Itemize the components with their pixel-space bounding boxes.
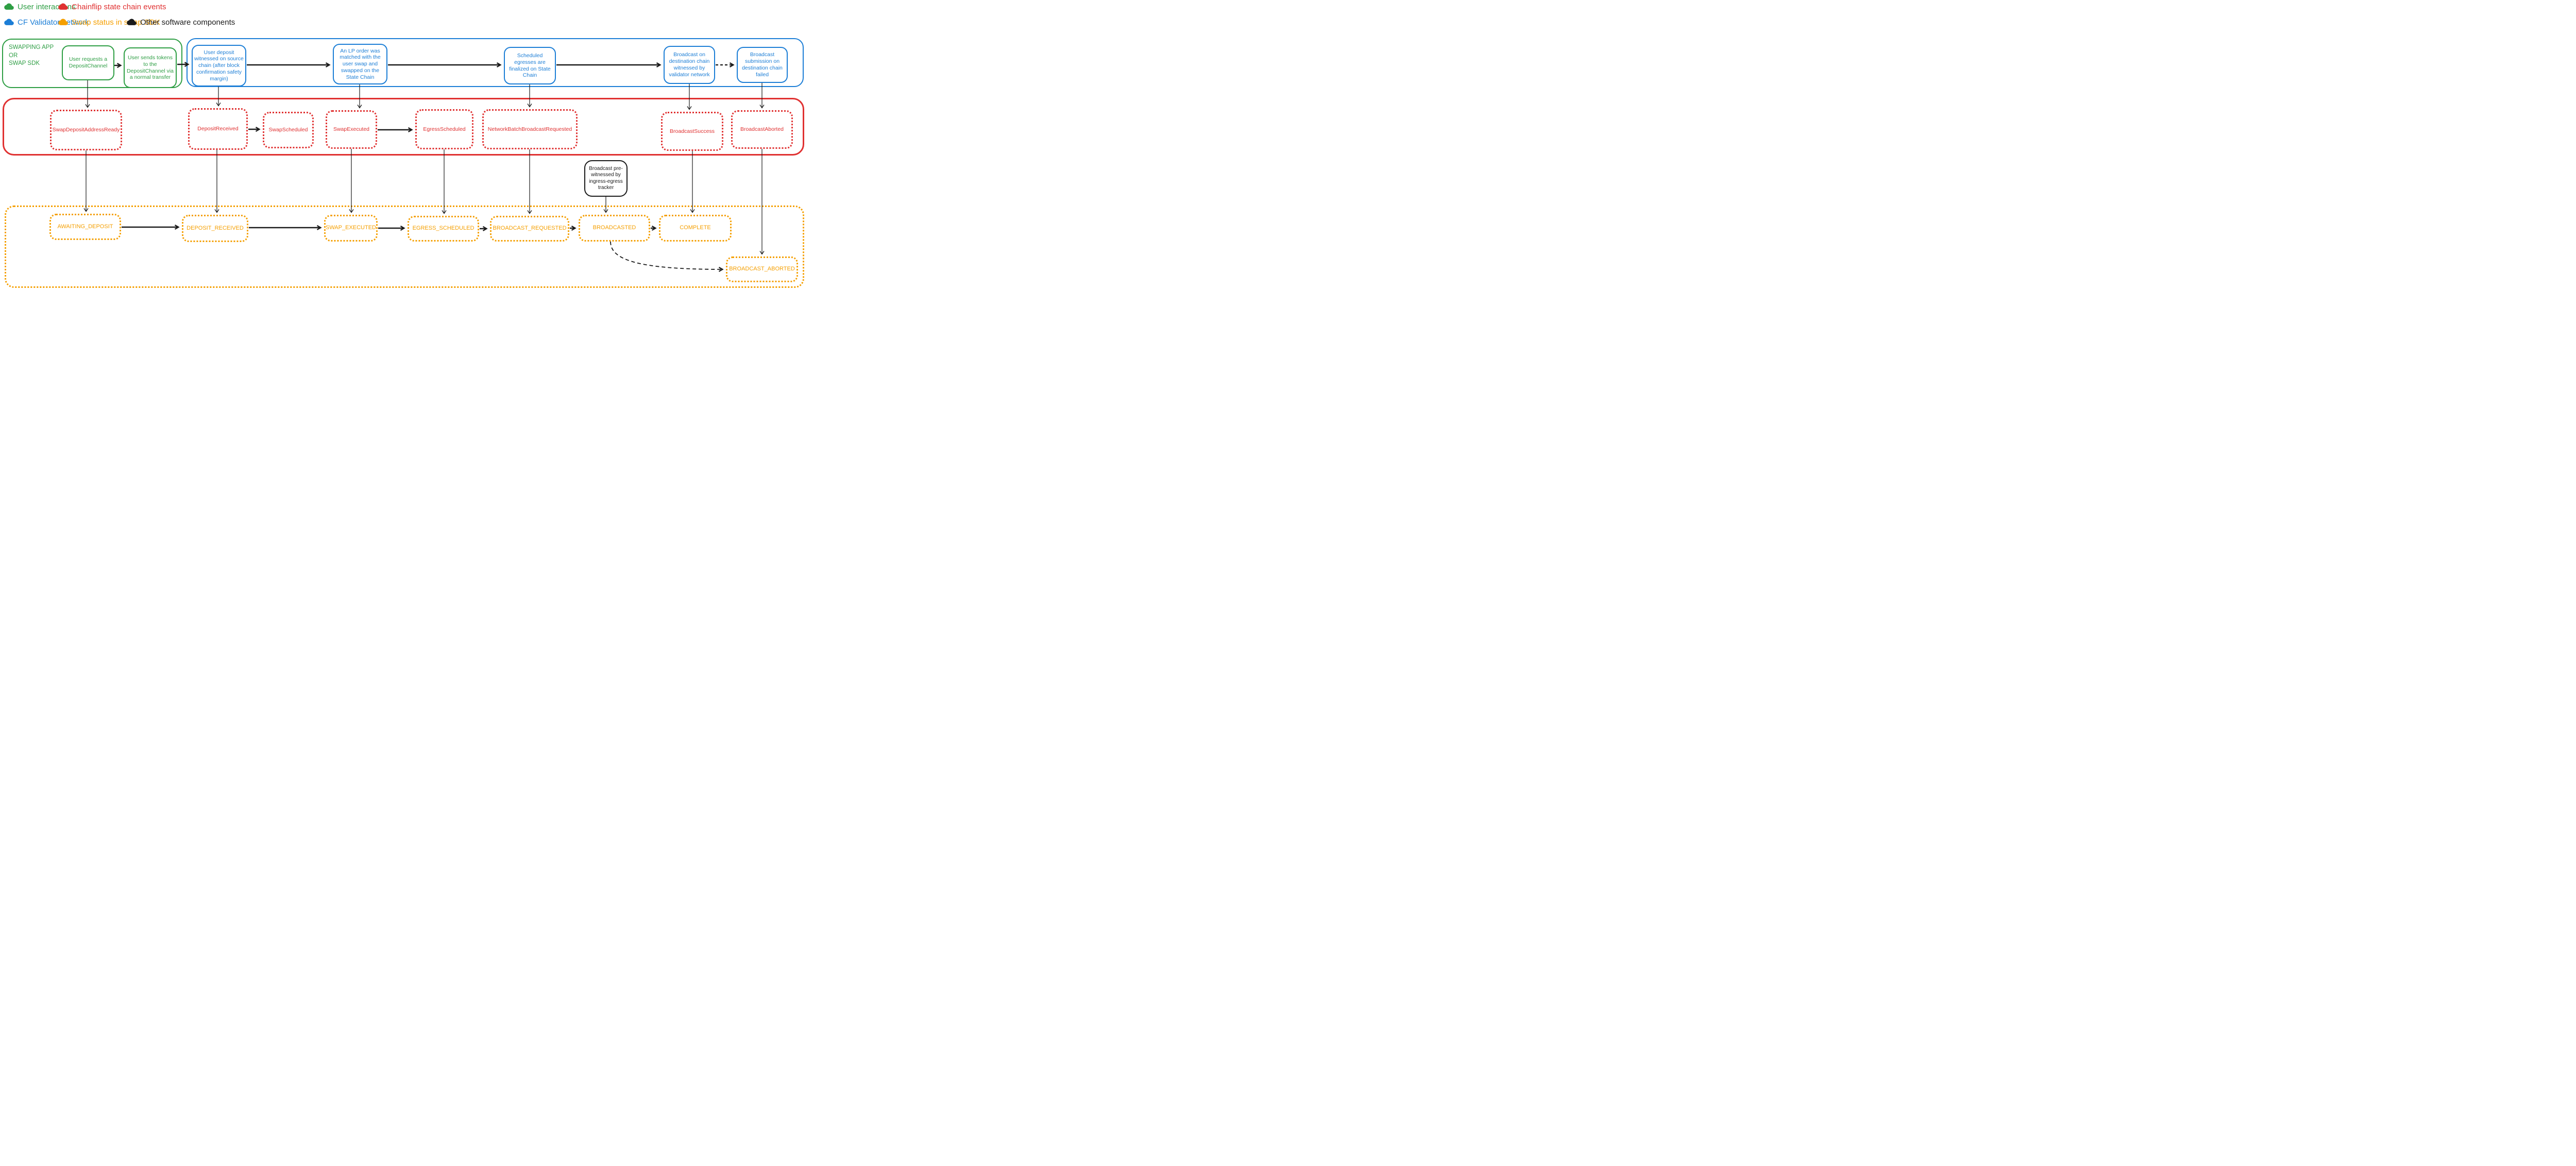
state-chain-events-container <box>3 98 804 156</box>
swapping-app-label-line3: SWAP SDK <box>9 60 40 67</box>
swapping-app-container-label: SWAPPING APP OR SWAP SDK <box>9 44 54 68</box>
node-user-requests-deposit-channel: User requests a DepositChannel <box>62 45 114 80</box>
node-swap-scheduled-event: SwapScheduled <box>263 112 314 148</box>
node-broadcast-witnessed: Broadcast on destination chain witnessed… <box>664 46 715 84</box>
cloud-shape <box>127 19 137 25</box>
swap-sdk-status-container <box>5 205 804 288</box>
cloud-icon-black <box>127 19 137 25</box>
node-deposit-received-event-label: DepositReceived <box>197 126 239 132</box>
node-swap-deposit-address-ready-label: SwapDepositAddressReady <box>52 127 120 133</box>
cloud-icon-orange <box>58 19 68 25</box>
node-broadcast-success-event-label: BroadcastSuccess <box>670 128 715 134</box>
node-status-egress-scheduled: EGRESS_SCHEDULED <box>408 216 479 242</box>
legend-other-components: Other software components <box>127 18 235 27</box>
node-status-swap-executed-label: SWAP_EXECUTED <box>326 225 377 231</box>
node-broadcast-aborted-event: BroadcastAborted <box>731 110 793 149</box>
swapping-app-container: SWAPPING APP OR SWAP SDK <box>2 39 182 88</box>
node-network-batch-broadcast-requested: NetworkBatchBroadcastRequested <box>482 109 578 149</box>
node-broadcast-failed: Broadcast submission on destination chai… <box>737 47 788 83</box>
node-status-complete-label: COMPLETE <box>680 225 711 231</box>
node-broadcast-pre-witnessed: Broadcast pre-witnessed by ingress-egres… <box>584 160 628 197</box>
node-status-awaiting-deposit-label: AWAITING_DEPOSIT <box>57 223 113 230</box>
cloud-shape <box>4 19 14 25</box>
node-status-broadcast-requested: BROADCAST_REQUESTED <box>490 216 569 242</box>
node-status-broadcasted: BROADCASTED <box>579 215 650 242</box>
node-broadcast-witnessed-label: Broadcast on destination chain witnessed… <box>669 52 710 78</box>
legend-state-chain-events: Chainflip state chain events <box>58 3 166 11</box>
node-user-requests-deposit-channel-label: User requests a DepositChannel <box>69 56 108 69</box>
node-deposit-witnessed: User deposit witnessed on source chain (… <box>192 45 246 87</box>
node-status-broadcast-aborted-label: BROADCAST_ABORTED <box>729 266 795 272</box>
node-broadcast-failed-label: Broadcast submission on destination chai… <box>742 52 783 78</box>
legend-state-chain-events-label: Chainflip state chain events <box>72 3 166 11</box>
node-status-broadcast-requested-label: BROADCAST_REQUESTED <box>493 225 567 232</box>
node-status-deposit-received-label: DEPOSIT_RECEIVED <box>187 225 244 231</box>
node-status-broadcasted-label: BROADCASTED <box>592 225 636 231</box>
node-egresses-finalized: Scheduled egresses are finalized on Stat… <box>504 47 556 84</box>
node-lp-order-matched-label: An LP order was matched with the user sw… <box>340 47 381 80</box>
legend-other-components-label: Other software components <box>140 18 235 27</box>
node-egresses-finalized-label: Scheduled egresses are finalized on Stat… <box>509 52 551 79</box>
swap-flow-diagram: User interactions Chainflip state chain … <box>0 0 806 292</box>
cloud-icon-red <box>58 3 68 10</box>
node-broadcast-pre-witnessed-label: Broadcast pre-witnessed by ingress-egres… <box>589 166 623 191</box>
legend-swap-status-label: Swap status in swap SDK <box>72 18 160 27</box>
legend-validator-network: CF Validator network <box>4 18 89 27</box>
node-user-sends-tokens: User sends tokens to the DepositChannel … <box>124 47 177 88</box>
cloud-shape <box>58 19 68 25</box>
node-status-egress-scheduled-label: EGRESS_SCHEDULED <box>412 225 474 232</box>
node-broadcast-aborted-event-label: BroadcastAborted <box>740 126 784 133</box>
node-user-sends-tokens-label: User sends tokens to the DepositChannel … <box>126 54 174 81</box>
cloud-shape <box>4 3 14 10</box>
node-deposit-witnessed-label: User deposit witnessed on source chain (… <box>194 49 244 82</box>
node-swap-executed-event-label: SwapExecuted <box>333 126 370 133</box>
node-egress-scheduled-event: EgressScheduled <box>415 109 473 149</box>
cloud-shape <box>58 3 68 10</box>
node-status-broadcast-aborted: BROADCAST_ABORTED <box>726 256 798 282</box>
node-broadcast-success-event: BroadcastSuccess <box>661 112 723 151</box>
node-swap-deposit-address-ready: SwapDepositAddressReady <box>50 110 122 150</box>
node-status-swap-executed: SWAP_EXECUTED <box>324 215 378 242</box>
swapping-app-label-line1: SWAPPING APP <box>9 44 54 50</box>
node-status-awaiting-deposit: AWAITING_DEPOSIT <box>49 214 121 240</box>
node-status-complete: COMPLETE <box>659 215 732 242</box>
legend-validator-network-label: CF Validator network <box>18 18 89 27</box>
node-status-deposit-received: DEPOSIT_RECEIVED <box>182 215 248 242</box>
cloud-icon-green <box>4 3 14 10</box>
cloud-icon-blue <box>4 19 14 25</box>
node-egress-scheduled-event-label: EgressScheduled <box>423 126 466 132</box>
node-swap-executed-event: SwapExecuted <box>326 110 377 149</box>
swapping-app-label-line2: OR <box>9 52 18 59</box>
node-deposit-received-event: DepositReceived <box>188 108 248 150</box>
node-swap-scheduled-event-label: SwapScheduled <box>268 127 308 133</box>
legend-swap-status: Swap status in swap SDK <box>58 18 160 27</box>
node-network-batch-broadcast-requested-label: NetworkBatchBroadcastRequested <box>487 126 572 132</box>
node-lp-order-matched: An LP order was matched with the user sw… <box>333 44 387 84</box>
